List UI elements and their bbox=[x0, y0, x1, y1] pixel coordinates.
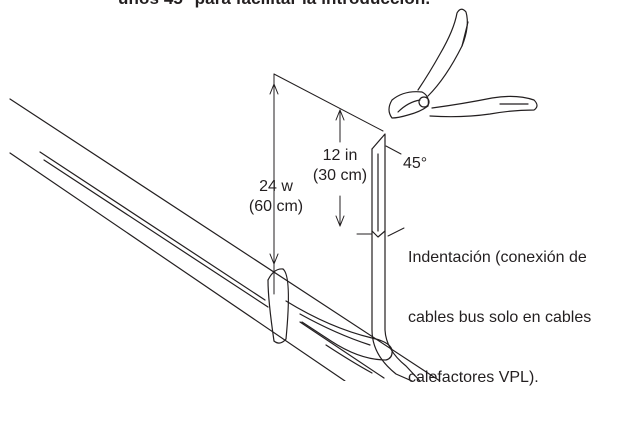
dimension-label-24in: 24 w (60 cm) bbox=[243, 177, 309, 217]
dimension-12in-metric: (30 cm) bbox=[312, 167, 368, 184]
dimension-arrow-12in bbox=[335, 109, 345, 227]
indentation-callout: Indentación (conexión de cables bus solo… bbox=[408, 208, 591, 428]
dimension-12in-value: 12 in bbox=[322, 147, 358, 164]
heating-cable-end bbox=[371, 133, 421, 382]
callout-line-1: Indentación (conexión de bbox=[408, 249, 587, 266]
pipe-top-edge bbox=[9, 98, 441, 382]
heating-cable-on-pipe bbox=[285, 300, 393, 374]
callout-line-3: calefactores VPL). bbox=[408, 369, 539, 386]
pivot bbox=[418, 96, 430, 108]
pipe-bottom-edge bbox=[9, 152, 346, 382]
handle-lower bbox=[429, 95, 538, 118]
wire-cutter-pliers bbox=[388, 8, 538, 119]
pipe-highlight-2 bbox=[43, 159, 269, 308]
pipe bbox=[9, 98, 441, 382]
instruction-heading: unos 45° para facilitar la introducción. bbox=[118, 0, 430, 9]
handle-upper bbox=[417, 8, 468, 97]
diagram-artwork bbox=[9, 8, 538, 382]
dimension-label-12in: 12 in (30 cm) bbox=[307, 146, 373, 186]
cable-indentation bbox=[371, 230, 386, 238]
callout-line-2: cables bus solo en cables bbox=[408, 309, 592, 326]
pipe-highlight-3 bbox=[299, 321, 385, 379]
cutter-jaw bbox=[388, 91, 429, 119]
dimension-arrow-24in bbox=[269, 83, 279, 265]
pipe-highlight-1 bbox=[39, 151, 266, 301]
dimension-24in-metric: (60 cm) bbox=[248, 198, 304, 215]
dimension-24in-value: 24 w bbox=[259, 178, 293, 195]
cut-angle-label: 45° bbox=[403, 155, 428, 172]
callout-leader bbox=[387, 227, 405, 237]
pipe-band bbox=[267, 268, 289, 344]
installation-diagram: unos 45° para facilitar la introducción.… bbox=[9, 0, 591, 386]
